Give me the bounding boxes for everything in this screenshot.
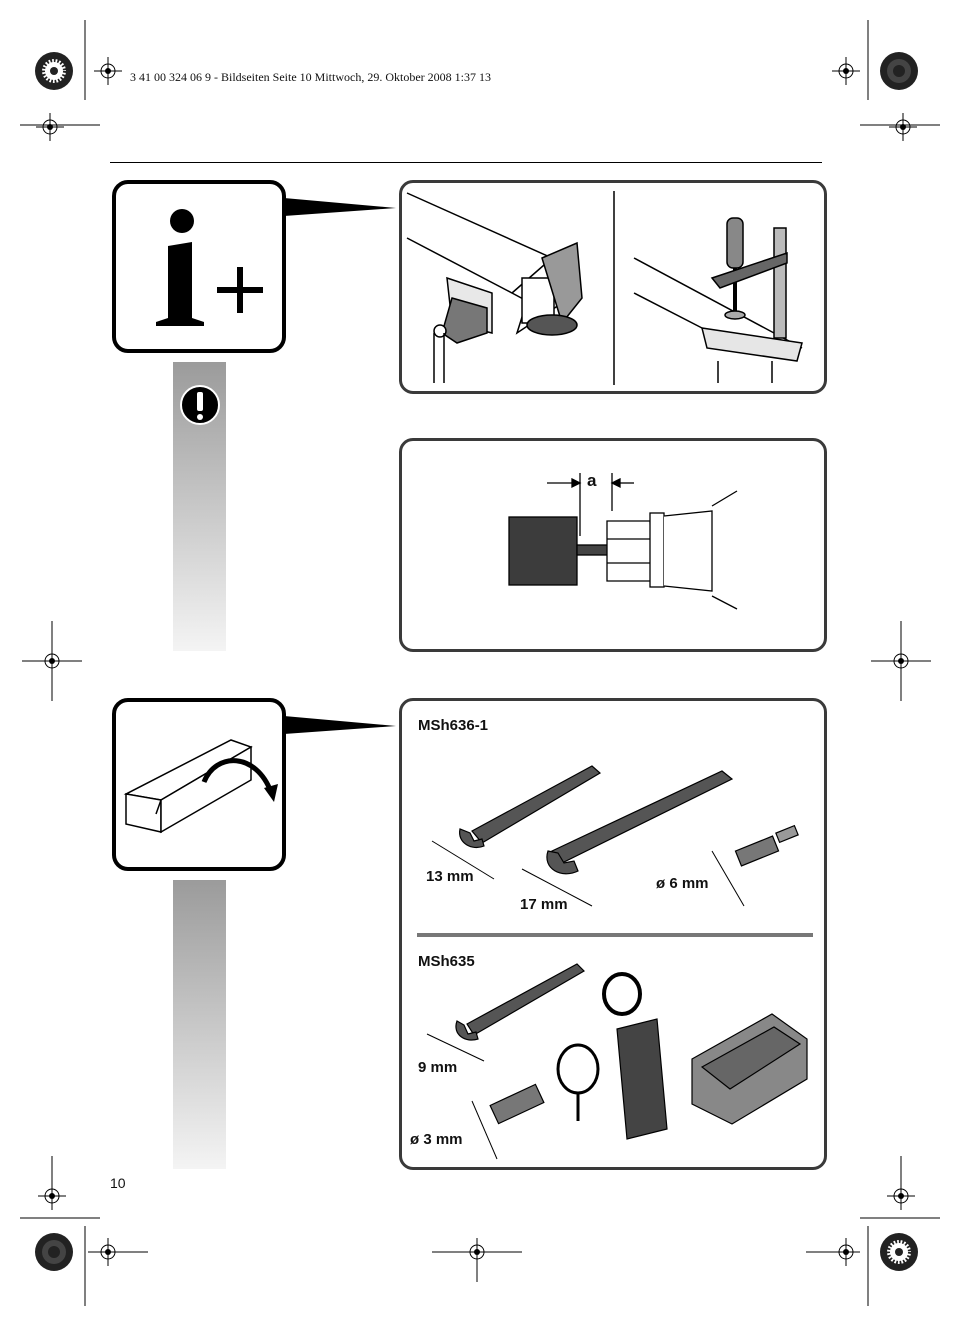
page-number: 10 — [110, 1175, 126, 1191]
starburst-mark-top-left — [35, 52, 73, 90]
wrench-13mm-label: 13 mm — [426, 868, 474, 885]
clamping-panel — [399, 180, 827, 394]
collet-6mm-label: ø 6 mm — [656, 875, 709, 892]
registration-mark-icon — [22, 621, 82, 701]
info-plus-icon — [156, 209, 263, 326]
registration-mark-icon — [88, 1238, 148, 1266]
vice-clamp-illustration — [406, 191, 803, 385]
insertion-depth-panel: a — [399, 438, 827, 652]
callout-pointer-2 — [284, 716, 396, 734]
accessories-msh636-illustration — [417, 765, 813, 937]
header-rule — [110, 162, 822, 163]
registration-mark-icon — [887, 1156, 915, 1210]
warning-exclamation-icon — [180, 385, 220, 425]
dimension-a-label: a — [587, 471, 597, 490]
starburst-mark-top-right — [880, 52, 918, 90]
registration-mark-icon — [38, 1156, 66, 1210]
box-open-icon — [123, 739, 278, 834]
callout-pointer-1 — [284, 198, 396, 216]
accessories-panel: MSh636-1 13 mm 17 mm ø 6 mm MSh635 — [399, 698, 827, 1170]
info-plus-box — [112, 180, 286, 353]
registration-mark-icon — [806, 1238, 860, 1266]
starburst-mark-bottom-right — [880, 1233, 918, 1271]
registration-mark-icon — [871, 621, 931, 701]
model-label-msh635: MSh635 — [418, 953, 475, 970]
model-label-msh636: MSh636-1 — [418, 717, 489, 734]
registration-mark-icon — [432, 1238, 522, 1282]
registration-mark-icon — [832, 57, 860, 85]
registration-mark-icon — [889, 113, 917, 141]
wrench-17mm-label: 17 mm — [520, 896, 568, 913]
starburst-mark-bottom-left — [35, 1233, 73, 1271]
accessories-msh635-illustration — [426, 963, 808, 1160]
package-contents-box — [112, 698, 286, 871]
registration-mark-icon — [36, 113, 64, 141]
wrench-9mm-label: 9 mm — [418, 1059, 458, 1076]
section-marker-bar-2 — [173, 880, 226, 1169]
registration-mark-icon — [94, 57, 122, 85]
collet-dimension-illustration — [508, 473, 738, 610]
collet-3mm-label: ø 3 mm — [410, 1131, 463, 1148]
print-header: 3 41 00 324 06 9 - Bildseiten Seite 10 M… — [130, 70, 491, 84]
